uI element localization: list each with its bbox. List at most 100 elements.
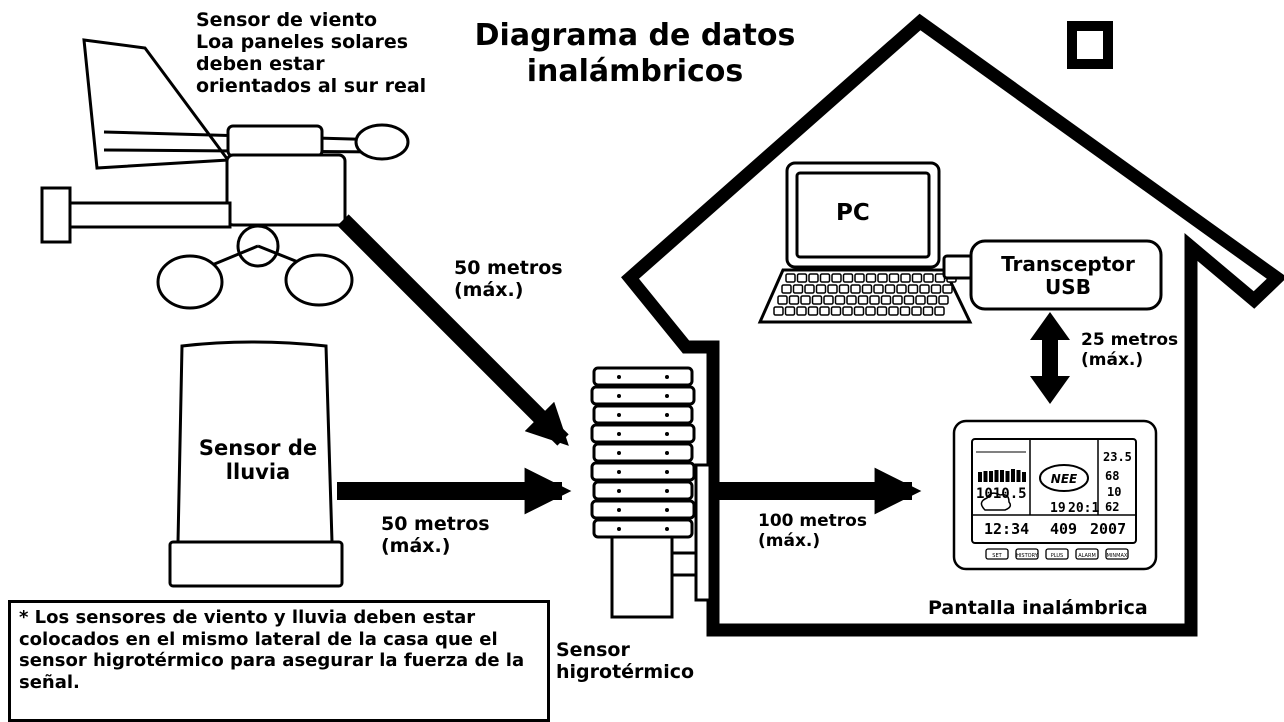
keyboard-key bbox=[903, 295, 915, 305]
keyboard-key bbox=[788, 295, 800, 305]
history-bar bbox=[1011, 469, 1015, 482]
history-bar bbox=[978, 472, 982, 482]
keyboard-key bbox=[873, 284, 884, 294]
pressure-history-bars bbox=[976, 451, 1026, 511]
distance-rain-label: 50 metros (máx.) bbox=[381, 513, 490, 557]
display-button-plus bbox=[1045, 548, 1069, 560]
louver-plate bbox=[592, 366, 694, 387]
display-button-alarm bbox=[1075, 548, 1099, 560]
keyboard-key bbox=[830, 306, 842, 316]
keyboard-key bbox=[865, 306, 876, 316]
keyboard-key bbox=[915, 295, 926, 305]
keyboard-key bbox=[853, 306, 865, 316]
louver-rivet bbox=[665, 413, 669, 417]
rain-sensor-illustration bbox=[168, 340, 344, 588]
hygro-mount bbox=[670, 551, 700, 577]
keyboard-key bbox=[773, 306, 784, 316]
louver-rivet bbox=[617, 432, 621, 436]
louver-rivet bbox=[617, 413, 621, 417]
keyboard-key bbox=[900, 273, 911, 283]
keyboard-key bbox=[792, 284, 804, 294]
keyboard-key bbox=[842, 273, 854, 283]
hygrothermal-sensor-illustration bbox=[590, 366, 712, 619]
cloud-icon bbox=[980, 492, 1012, 511]
keyboard-key bbox=[846, 295, 857, 305]
louver-rivet bbox=[665, 375, 669, 379]
keyboard-key bbox=[942, 284, 953, 294]
keyboard-key bbox=[888, 306, 899, 316]
keyboard-key bbox=[869, 295, 880, 305]
keyboard-key bbox=[896, 284, 907, 294]
keyboard-key bbox=[923, 273, 934, 283]
keyboard-key bbox=[777, 295, 788, 305]
history-bar bbox=[1016, 470, 1021, 482]
value-a-readout: 23.5 bbox=[1103, 450, 1132, 464]
usb-transceiver-illustration bbox=[942, 239, 1163, 311]
keyboard-key bbox=[926, 295, 938, 305]
keyboard-key bbox=[907, 284, 919, 294]
louver-plate bbox=[592, 518, 694, 539]
time2-readout: 20:1 bbox=[1068, 501, 1099, 516]
keyboard-key bbox=[922, 306, 934, 316]
rain-sensor-label: Sensor de lluvia bbox=[198, 436, 318, 485]
keyboard-key bbox=[899, 306, 911, 316]
placement-note: * Los sensores de viento y lluvia deben … bbox=[8, 600, 550, 722]
keyboard-key bbox=[784, 306, 796, 316]
history-bar bbox=[1005, 471, 1010, 482]
keyboard-key bbox=[823, 295, 834, 305]
louver-plate bbox=[592, 480, 694, 501]
louver-plate bbox=[590, 461, 696, 482]
pressure-readout: 1010.5 bbox=[976, 486, 1027, 502]
display-button-label: PLUS bbox=[1051, 553, 1063, 559]
louver-rivet bbox=[617, 527, 621, 531]
louver-rivet bbox=[665, 432, 669, 436]
keyboard-key bbox=[819, 306, 830, 316]
wireless-display-illustration: NEE 1010.5 19 20:1 23.5 68 10 62 12:34 4… bbox=[952, 419, 1158, 571]
keyboard-key bbox=[850, 284, 861, 294]
keyboard-key bbox=[884, 284, 896, 294]
louver-rivet bbox=[665, 489, 669, 493]
display-button-label: MINMAX bbox=[1107, 553, 1128, 559]
distance-wind-label: 50 metros (máx.) bbox=[454, 257, 563, 301]
value-d-readout: 62 bbox=[1105, 500, 1119, 514]
keyboard-key bbox=[819, 273, 831, 283]
louver-rivet bbox=[617, 489, 621, 493]
keyboard-key bbox=[911, 273, 923, 283]
keyboard-key bbox=[911, 306, 922, 316]
clock-readout: 12:34 bbox=[984, 520, 1029, 538]
louver-rivet bbox=[665, 451, 669, 455]
display-button-set bbox=[985, 548, 1009, 560]
pc-laptop-illustration bbox=[757, 161, 973, 324]
louver-rivet bbox=[617, 470, 621, 474]
keyboard-key bbox=[892, 295, 903, 305]
value-b-readout: 68 bbox=[1105, 469, 1119, 483]
direction-readout: NEE bbox=[1051, 472, 1078, 486]
louver-plate bbox=[590, 385, 696, 406]
keyboard-key bbox=[831, 273, 842, 283]
pc-label: PC bbox=[836, 200, 870, 226]
keyboard-key bbox=[876, 306, 888, 316]
history-bar bbox=[994, 470, 999, 482]
arrow-usb-to-display bbox=[1030, 312, 1070, 404]
keyboard-key bbox=[857, 295, 869, 305]
keyboard-key bbox=[865, 273, 877, 283]
usb-transceiver-label: Transceptor USB bbox=[1001, 252, 1135, 299]
display-button-label: HISTORY bbox=[1016, 553, 1039, 559]
hygro-body bbox=[610, 533, 674, 619]
keyboard-key bbox=[919, 284, 930, 294]
louver-plate bbox=[590, 423, 696, 444]
louver-plate bbox=[590, 499, 696, 520]
keyboard-key bbox=[796, 273, 808, 283]
house-outline bbox=[621, 13, 1284, 637]
history-bar bbox=[1022, 472, 1026, 482]
date-readout: 409 bbox=[1050, 520, 1077, 538]
keyboard-key bbox=[938, 295, 949, 305]
history-bar bbox=[989, 471, 993, 482]
keyboard-key bbox=[842, 306, 853, 316]
louver-rivet bbox=[665, 470, 669, 474]
keyboard-key bbox=[934, 306, 945, 316]
history-bar bbox=[983, 471, 988, 482]
louver-rivet bbox=[617, 394, 621, 398]
wind-sensor-illustration bbox=[40, 38, 410, 310]
